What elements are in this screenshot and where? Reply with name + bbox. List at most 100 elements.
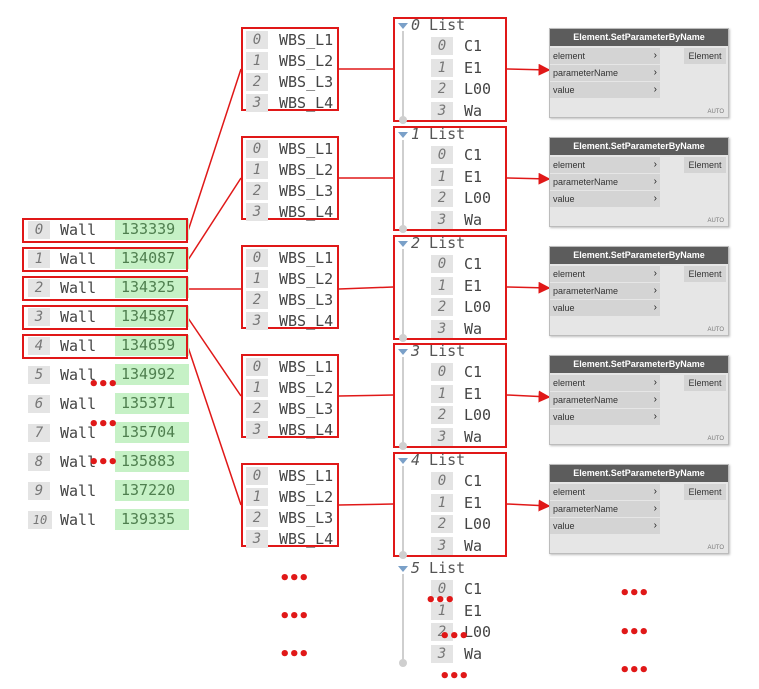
wbs-item-label: WBS_L1 [279, 31, 334, 49]
collapse-arrow-icon[interactable] [398, 565, 408, 572]
set-parameter-by-name-node[interactable]: Element.SetParameterByName element›parame… [549, 28, 729, 118]
list-item-value: C1 [464, 255, 483, 273]
list-item-index: 1 [431, 384, 453, 403]
node-output-port[interactable]: Element [684, 484, 726, 500]
node-input-port-value[interactable]: value› [550, 82, 660, 98]
list-header[interactable]: 2 List [398, 234, 465, 252]
wall-to-wbs-connector [187, 68, 242, 232]
wbs-item-index: 3 [246, 312, 268, 330]
node-input-port-value[interactable]: value› [550, 518, 660, 534]
list-item-index: 0 [431, 255, 453, 273]
wbs-item-label: WBS_L4 [279, 312, 334, 330]
wall-row-id: 135704 [115, 422, 189, 443]
wall-row-id: 133339 [115, 219, 189, 240]
wbs-item-label: WBS_L3 [279, 182, 334, 200]
node-input-port-element[interactable]: element› [550, 484, 660, 500]
list-index: 2 [411, 234, 421, 252]
wall-row-name: Wall [60, 279, 97, 297]
node-input-port-value[interactable]: value› [550, 409, 660, 425]
wall-row-index: 7 [28, 424, 50, 442]
wall-row-index: 10 [28, 511, 52, 529]
node-output-port[interactable]: Element [684, 375, 726, 391]
node-input-port-parameterName[interactable]: parameterName› [550, 283, 660, 299]
node-input-port-element[interactable]: element› [550, 266, 660, 282]
ellipsis-marker: ••• [619, 583, 649, 604]
node-output-port[interactable]: Element [684, 48, 726, 64]
node-input-port-parameterName[interactable]: parameterName› [550, 174, 660, 190]
wbs-item-index: 0 [246, 467, 268, 485]
list-item-value: C1 [464, 472, 483, 490]
set-parameter-by-name-node[interactable]: Element.SetParameterByName element›parame… [549, 464, 729, 554]
node-output-port[interactable]: Element [684, 157, 726, 173]
list-tree-line [402, 357, 404, 445]
wall-row-name: Wall [60, 424, 97, 442]
wbs-item-label: WBS_L1 [279, 140, 334, 158]
collapse-arrow-icon[interactable] [398, 240, 408, 247]
list-header[interactable]: 5 List [398, 559, 465, 577]
collapse-arrow-icon[interactable] [398, 457, 408, 464]
node-lacing-label: AUTO [707, 218, 724, 224]
node-output-port[interactable]: Element [684, 266, 726, 282]
ellipsis-marker: ••• [279, 606, 309, 627]
wall-row-name: Wall [60, 366, 97, 384]
wall-row[interactable]: 7 Wall 135704 [22, 421, 194, 445]
node-input-port-element[interactable]: element› [550, 157, 660, 173]
list-to-node-arrow [506, 281, 551, 294]
wbs-item-label: WBS_L2 [279, 52, 334, 70]
node-title: Element.SetParameterByName [550, 29, 728, 46]
list-header[interactable]: 4 List [398, 451, 465, 469]
collapse-arrow-icon[interactable] [398, 22, 408, 29]
list-tree-end [399, 116, 407, 124]
node-input-port-element[interactable]: element› [550, 375, 660, 391]
node-title: Element.SetParameterByName [550, 138, 728, 155]
wall-row-highlight [22, 247, 188, 272]
list-item-index: 1 [431, 167, 453, 186]
collapse-arrow-icon[interactable] [398, 131, 408, 138]
node-input-port-element[interactable]: element› [550, 48, 660, 64]
list-item-value: Wa [464, 101, 483, 120]
list-item-index: 2 [431, 298, 453, 316]
node-input-port-parameterName[interactable]: parameterName› [550, 501, 660, 517]
node-input-port-value[interactable]: value› [550, 300, 660, 316]
list-item-index: 1 [431, 601, 453, 620]
node-input-port-parameterName[interactable]: parameterName› [550, 392, 660, 408]
list-item-value: Wa [464, 427, 483, 446]
list-item-index: 0 [431, 472, 453, 490]
list-item-index: 2 [431, 406, 453, 424]
wall-row-highlight [22, 276, 188, 301]
wall-row-index: 4 [28, 337, 50, 355]
list-item-index: 1 [431, 276, 453, 295]
node-title: Element.SetParameterByName [550, 465, 728, 482]
wbs-group [241, 245, 339, 329]
list-item-value: L00 [464, 623, 492, 641]
wall-row-index: 3 [28, 308, 50, 326]
node-input-port-value[interactable]: value› [550, 191, 660, 207]
list-item-index: 0 [431, 37, 453, 55]
wbs-item-index: 1 [246, 488, 268, 506]
wbs-item-index: 3 [246, 94, 268, 112]
node-input-port-parameterName[interactable]: parameterName› [550, 65, 660, 81]
list-item-index: 3 [431, 101, 453, 120]
ellipsis-marker: ••• [425, 590, 455, 611]
wall-row-name: Wall [60, 395, 97, 413]
list-header[interactable]: 0 List [398, 16, 465, 34]
list-item-index: 0 [431, 363, 453, 381]
set-parameter-by-name-node[interactable]: Element.SetParameterByName element›parame… [549, 137, 729, 227]
ellipsis-marker: ••• [619, 660, 649, 681]
list-header[interactable]: 3 List [398, 342, 465, 360]
collapse-arrow-icon[interactable] [398, 348, 408, 355]
list-header[interactable]: 1 List [398, 125, 465, 143]
